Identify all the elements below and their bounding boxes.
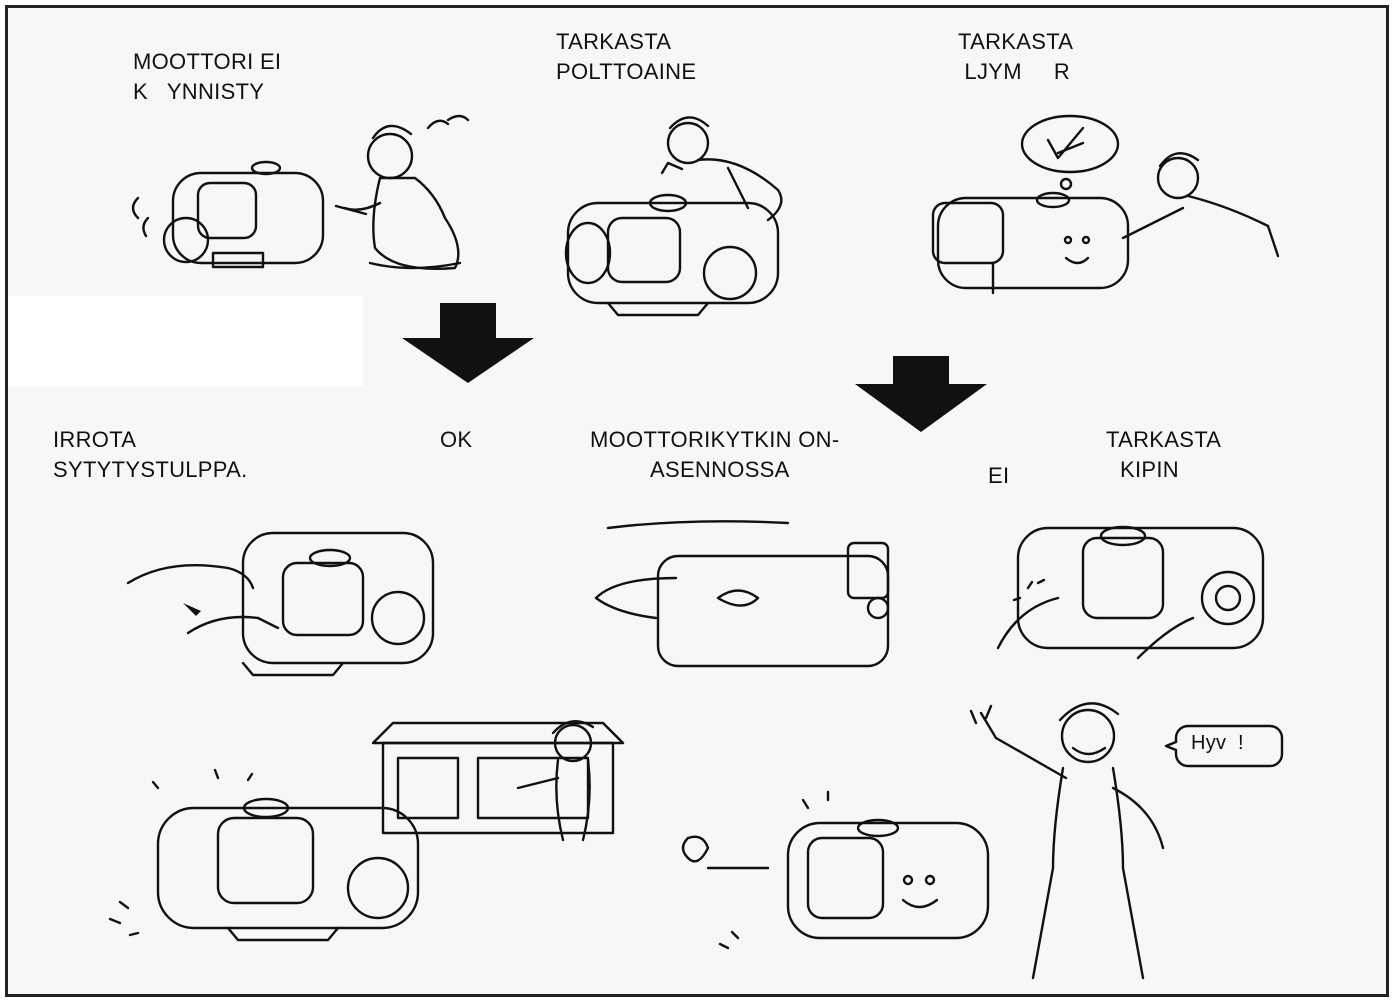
repair-shop [371,721,625,835]
thought-bubble [1020,114,1120,191]
diagram-frame: MOOTTORI EI K YNNISTY TARKASTA POLTTOAIN… [5,5,1389,997]
person-checking-fuel [666,116,783,222]
label-check-spark-line2: KIPIN [1120,457,1179,482]
person-kneeling [343,114,470,270]
speech-bubble [1164,724,1284,768]
engine-illustration-5 [594,520,890,668]
engine-illustration-3 [931,191,1130,295]
label-ok: OK [440,427,473,452]
label-engine-not-starting-line2: K YNNISTY [133,79,265,104]
person-thinking [1121,152,1280,258]
hands-removing-plug [126,563,280,635]
speech-text: Hyv ! [1191,732,1244,754]
engine-illustration-4 [241,531,435,677]
background-band [8,296,363,386]
engine-illustration-2 [564,161,780,317]
label-check-fuel-line2: POLTTOAINE [556,59,697,84]
label-no: EI [988,463,1010,488]
engine-illustration-happy [681,790,990,950]
label-check-fuel-line1: TARKASTA [556,29,672,54]
label-check-spark-line1: TARKASTA [1106,427,1222,452]
engine-illustration-6 [996,525,1265,660]
arrow-down-icon [402,303,987,432]
engine-illustration-1 [131,160,368,269]
label-engine-not-starting-line1: MOOTTORI EI [133,49,282,74]
label-engine-switch-line2: ASENNOSSA [650,457,790,482]
label-check-oil-line2: LJYM R [958,59,1071,84]
label-engine-switch-line1: MOOTTORIKYTKIN ON- [590,427,840,452]
engine-illustration-tired [108,768,420,942]
mechanic-thumbs-up [969,702,1165,980]
mechanic-at-shop [516,720,595,842]
label-remove-plug-line2: SYTYTYSTULPPA. [53,457,248,482]
illustrations [108,114,1280,980]
label-remove-plug-line1: IRROTA [53,427,137,452]
label-check-oil-line1: TARKASTA [958,29,1074,54]
